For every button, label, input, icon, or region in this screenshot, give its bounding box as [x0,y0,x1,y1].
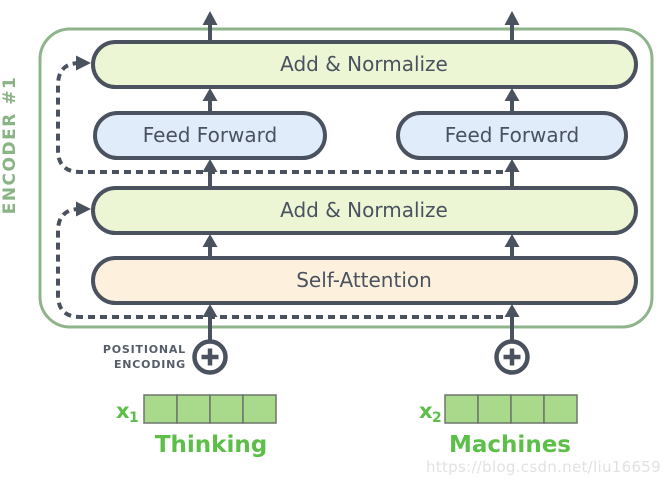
residual-upper-arrowhead-icon [76,55,91,71]
encoder-container [38,27,654,329]
input-var-left: x 1 [116,399,139,426]
feed-forward-right-label: Feed Forward [445,123,580,147]
add-normalize-mid-label: Add & Normalize [280,198,448,222]
add-normalize-top-label: Add & Normalize [280,52,448,76]
embedding-row-left [143,394,277,424]
positional-encoding-line1: POSITIONAL [103,343,186,356]
embedding-cell [477,394,512,424]
arrowhead-icon [202,304,218,317]
input-var-right: x 2 [419,399,442,426]
positional-add-circle-left [192,339,228,375]
embedding-cell [543,394,578,424]
flow-arrowheads [202,11,520,317]
embedding-cell [209,394,244,424]
flow-arrows [208,23,514,342]
input-var-right-sub: 2 [432,410,442,426]
embedding-row-right [444,394,578,424]
embedding-cell [143,394,178,424]
encoder-title: ENCODER #1 [0,76,20,215]
input-word-right: Machines [449,432,571,458]
arrowhead-icon [202,88,218,101]
embedding-cell [176,394,211,424]
self-attention-box: Self-Attention [91,256,638,305]
self-attention-label: Self-Attention [296,268,432,292]
embedding-cell [444,394,479,424]
feed-forward-left-pill [93,111,327,160]
arrowhead-icon [504,11,520,25]
add-normalize-mid-pill [91,186,638,235]
input-var-right-base: x [419,399,433,423]
input-var-left-sub: 1 [129,410,139,426]
arrowhead-icon [202,11,218,25]
feed-forward-left-label: Feed Forward [143,123,278,147]
feed-forward-right-box: Feed Forward [396,111,628,160]
input-var-left-base: x [116,399,130,423]
arrowhead-icon [504,88,520,101]
plus-icon [201,348,219,366]
feed-forward-right-pill [396,111,628,160]
positional-encoding-label: POSITIONAL ENCODING [103,343,186,371]
arrowhead-icon [504,159,520,172]
input-word-left: Thinking [155,432,267,458]
add-normalize-top-box: Add & Normalize [91,40,638,89]
residual-lower-arrowhead-icon [76,201,91,217]
feed-forward-left-box: Feed Forward [93,111,327,160]
embedding-cell [510,394,545,424]
add-normalize-mid-box: Add & Normalize [91,186,638,235]
arrowhead-icon [504,234,520,247]
arrowhead-icon [202,234,218,247]
embedding-cell [242,394,277,424]
positional-encoding-line2: ENCODING [114,358,186,371]
plus-icon [503,348,521,366]
arrowhead-icon [202,159,218,172]
watermark-text: https://blog.csdn.net/liu16659 [426,458,661,476]
arrowhead-icon [504,304,520,317]
add-normalize-top-pill [91,40,638,89]
self-attention-pill [91,256,638,305]
positional-add-circle-right [494,339,530,375]
